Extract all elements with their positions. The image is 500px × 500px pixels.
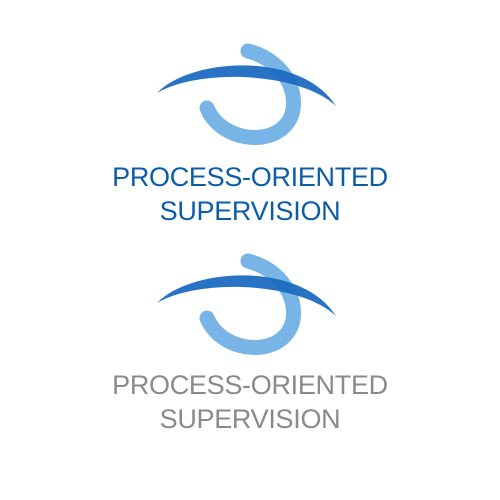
- eye-icon: [157, 253, 336, 355]
- eye-brow-arc: [157, 275, 336, 316]
- eye-brow-arc: [157, 65, 336, 106]
- wordmark-line-2: SUPERVISION: [159, 404, 341, 434]
- wordmark-line-1: PROCESS-ORIENTED: [112, 370, 388, 400]
- wordmark-line-2: SUPERVISION: [159, 196, 341, 226]
- brand-wordmark: PROCESS-ORIENTED SUPERVISION: [0, 368, 500, 436]
- wordmark-line-1: PROCESS-ORIENTED: [112, 162, 388, 192]
- brand-wordmark: PROCESS-ORIENTED SUPERVISION: [0, 160, 500, 228]
- eye-iris-arc: [199, 253, 302, 355]
- eye-icon: [157, 43, 336, 145]
- eye-iris-arc: [199, 43, 302, 145]
